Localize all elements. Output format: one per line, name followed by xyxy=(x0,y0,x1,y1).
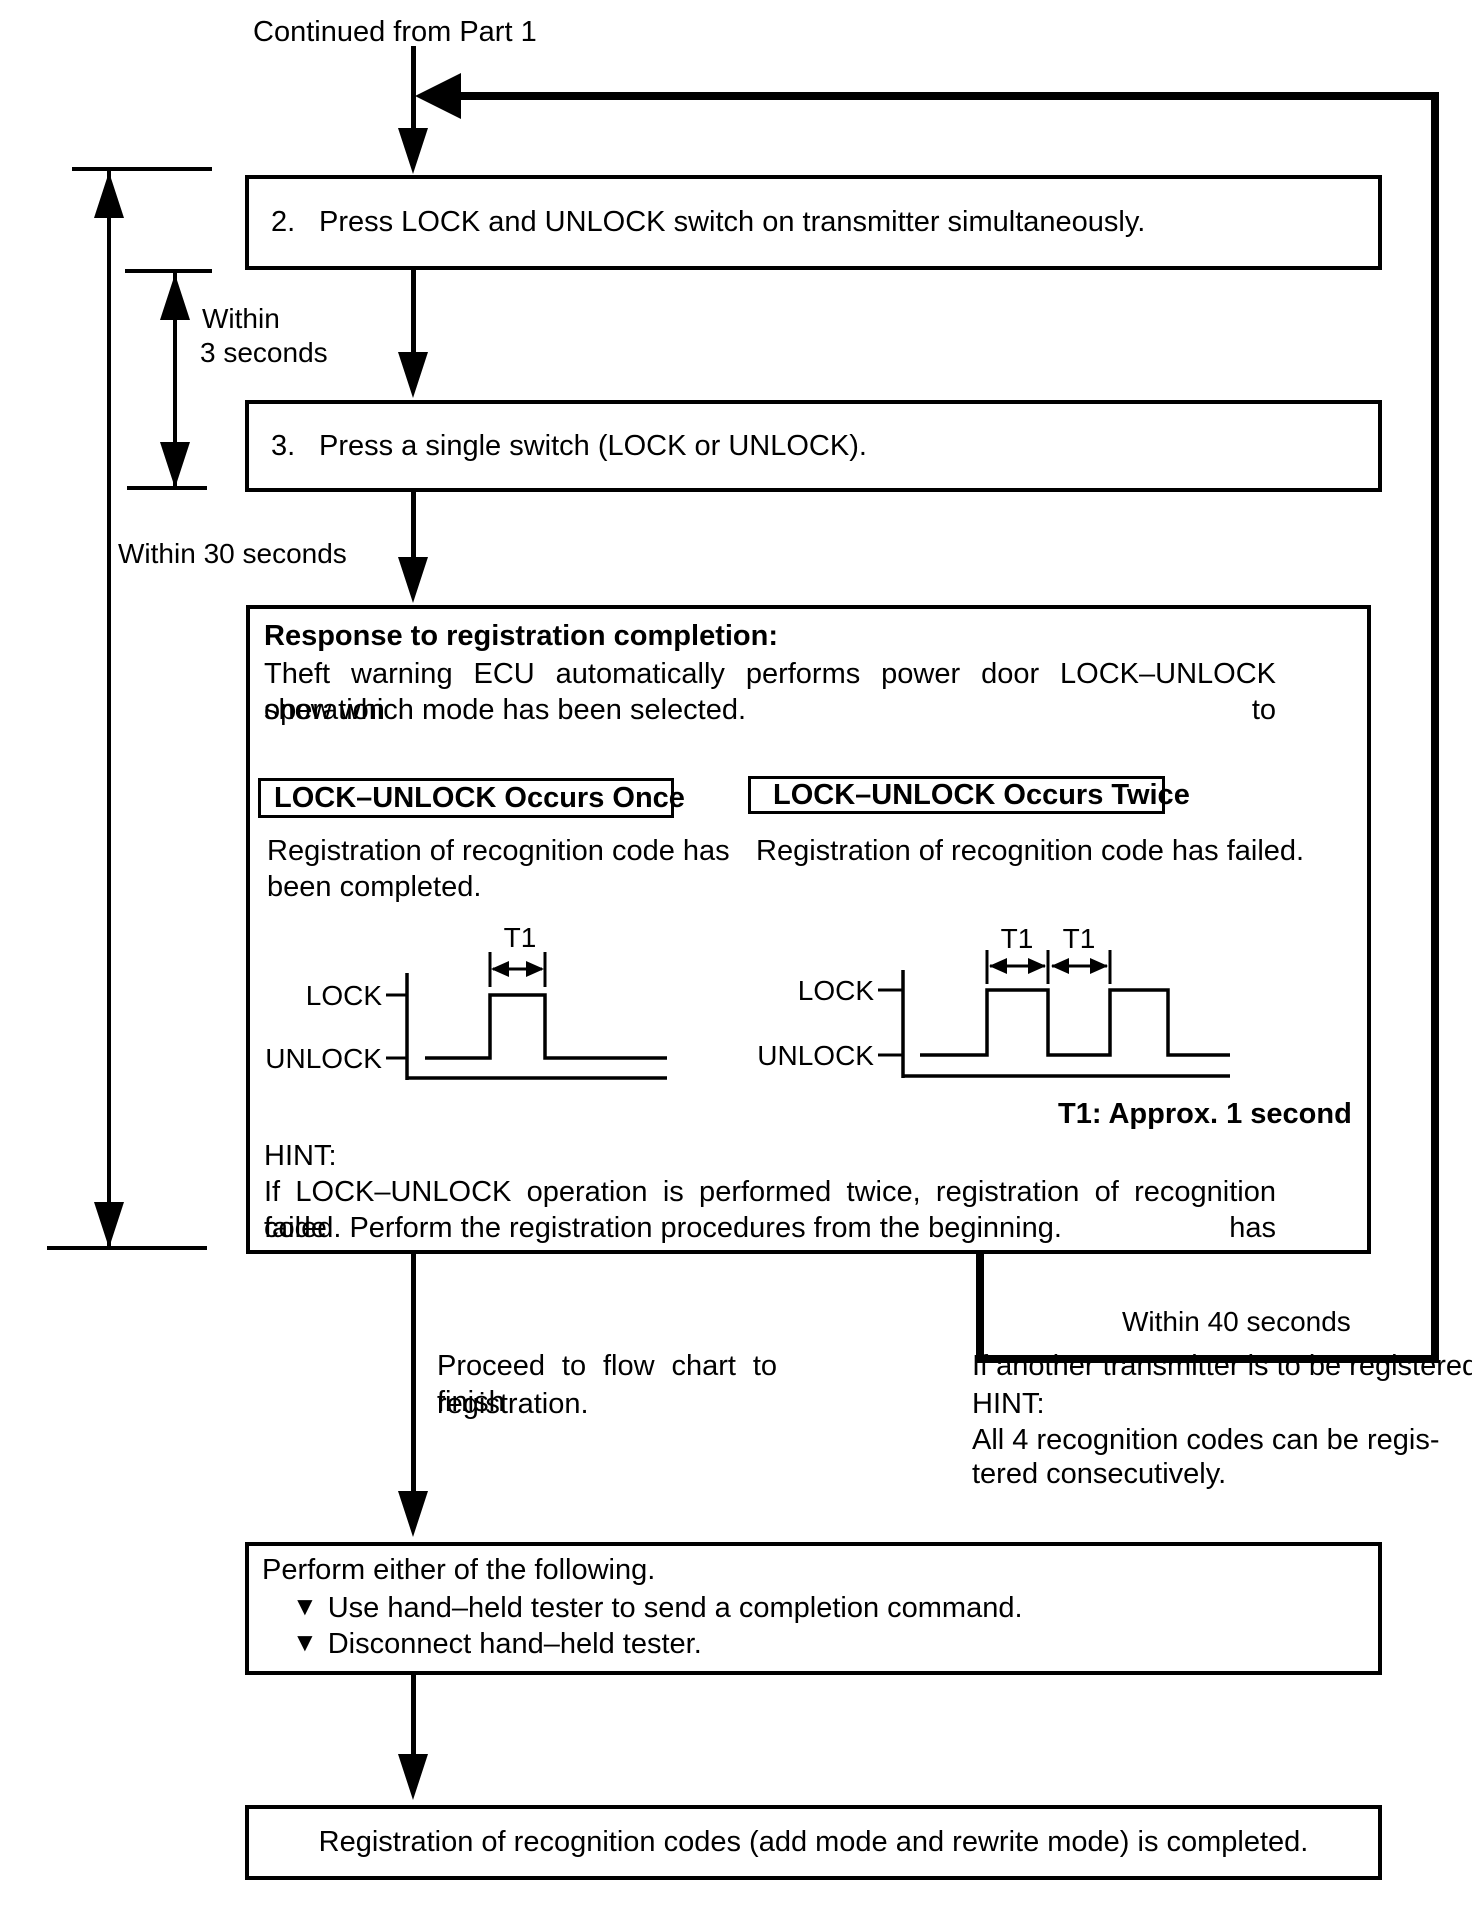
arrow-down-into-response xyxy=(398,557,428,603)
span-30s-bottom-tick xyxy=(47,1246,207,1250)
span-3s-arrow-up xyxy=(160,274,190,320)
lock-unlock-twice-label-box: LOCK–UNLOCK Occurs Twice xyxy=(748,776,1190,814)
span-30s-top-tick xyxy=(72,167,212,171)
step3-number: 3. xyxy=(271,429,296,462)
flow-line-top xyxy=(411,46,416,136)
triangle-bullet-icon: ▼ xyxy=(292,1627,318,1657)
waveform-twice-unlock-label: UNLOCK xyxy=(757,1040,874,1071)
step2-text: Press LOCK and UNLOCK switch on transmit… xyxy=(319,206,1146,238)
twice-desc: Registration of recognition code has fai… xyxy=(756,835,1305,867)
feedback-loop-stub-line xyxy=(976,1254,984,1363)
t1-note: T1: Approx. 1 second xyxy=(1058,1098,1352,1130)
span-3s-top-tick xyxy=(125,269,212,273)
within-30s-label: Within 30 seconds xyxy=(118,538,347,569)
waveform-twice-t1-label-1: T1 xyxy=(1001,923,1034,954)
final-box-text: Registration of recognition codes (add m… xyxy=(318,1826,1309,1858)
span-3s-bottom-tick xyxy=(127,486,207,490)
feedback-loop-bottom-line xyxy=(976,1355,1439,1363)
right-hint-line2: tered consecutively. xyxy=(972,1458,1227,1490)
perform-option2: ▼ Disconnect hand–held tester. xyxy=(292,1624,702,1662)
once-desc-line2: been completed. xyxy=(267,871,482,903)
perform-option1-text: Use hand–held tester to send a completio… xyxy=(327,1592,1023,1624)
waveform-twice-t1-label-2: T1 xyxy=(1063,923,1096,954)
within-40s-label: Within 40 seconds xyxy=(1122,1306,1351,1337)
span-3s-line xyxy=(173,273,177,488)
flow-line-perform-final xyxy=(411,1675,416,1757)
right-hint-title: HINT: xyxy=(972,1388,1045,1420)
lock-unlock-twice-label: LOCK–UNLOCK Occurs Twice xyxy=(773,779,1190,811)
step3-box: 3. Press a single switch (LOCK or UNLOCK… xyxy=(245,400,1382,492)
response-body-line2: show which mode has been selected. xyxy=(264,694,747,726)
lock-unlock-once-label-box: LOCK–UNLOCK Occurs Once xyxy=(258,778,685,818)
response-box xyxy=(246,605,1371,1254)
arrow-down-into-step3 xyxy=(398,352,428,398)
right-hint-line1: All 4 recognition codes can be regis- xyxy=(972,1424,1440,1456)
step2-number: 2. xyxy=(271,206,296,238)
span-30s-arrow-down xyxy=(94,1202,124,1248)
waveform-once-unlock-label: UNLOCK xyxy=(265,1043,382,1074)
feedback-loop-right-line xyxy=(1431,92,1439,1363)
within-3s-label-line2: 3 seconds xyxy=(200,337,328,368)
proceed-note-line1: Proceed to flow chart to finish xyxy=(437,1350,777,1418)
response-body-line1: Theft warning ECU automatically performs… xyxy=(264,658,1276,726)
span-30s-arrow-up xyxy=(94,172,124,218)
perform-option1: ▼ Use hand–held tester to send a completi… xyxy=(292,1588,1023,1626)
waveform-once-lock-label: LOCK xyxy=(306,980,383,1011)
proceed-note-line2: registration. xyxy=(437,1388,589,1420)
final-box: Registration of recognition codes (add m… xyxy=(245,1805,1382,1880)
perform-box xyxy=(245,1542,1382,1675)
perform-option2-text: Disconnect hand–held tester. xyxy=(327,1628,702,1660)
lock-unlock-once-label: LOCK–UNLOCK Occurs Once xyxy=(274,782,685,814)
once-desc-line1: Registration of recognition code has xyxy=(267,835,730,867)
flow-line-step2-step3 xyxy=(411,270,416,355)
waveform-twice-lock-label: LOCK xyxy=(798,975,875,1006)
perform-intro: Perform either of the following. xyxy=(262,1554,656,1586)
waveform-occurs-twice: T1 T1 LOCK UNLOCK xyxy=(757,923,1230,1078)
waveform-occurs-once: T1 LOCK UNLOCK xyxy=(265,922,667,1080)
step2-box: 2. Press LOCK and UNLOCK switch on trans… xyxy=(245,175,1382,270)
response-hint-title: HINT: xyxy=(264,1140,337,1172)
within-3s-label-line1: Within xyxy=(202,303,280,334)
response-title: Response to registration completion: xyxy=(264,620,778,652)
another-transmitter-note: If another transmitter is to be register… xyxy=(972,1350,1472,1382)
triangle-bullet-icon: ▼ xyxy=(292,1591,318,1621)
arrow-left-feedback xyxy=(415,73,461,119)
step3-text: Press a single switch (LOCK or UNLOCK). xyxy=(319,429,867,462)
response-hint-line2: failed. Perform the registration procedu… xyxy=(264,1212,1062,1244)
flow-line-response-perform xyxy=(411,1254,416,1494)
span-30s-line xyxy=(107,171,111,1248)
span-3s-arrow-down xyxy=(160,442,190,488)
waveform-once-t1-label: T1 xyxy=(504,922,537,953)
feedback-loop-top-line xyxy=(458,92,1439,100)
arrow-down-into-final xyxy=(398,1754,428,1800)
arrow-down-into-step2 xyxy=(398,128,428,174)
response-hint-line1: If LOCK–UNLOCK operation is performed tw… xyxy=(264,1176,1276,1244)
flow-line-step3-response xyxy=(411,492,416,560)
arrow-down-into-perform xyxy=(398,1491,428,1537)
continued-from-label: Continued from Part 1 xyxy=(253,16,537,48)
